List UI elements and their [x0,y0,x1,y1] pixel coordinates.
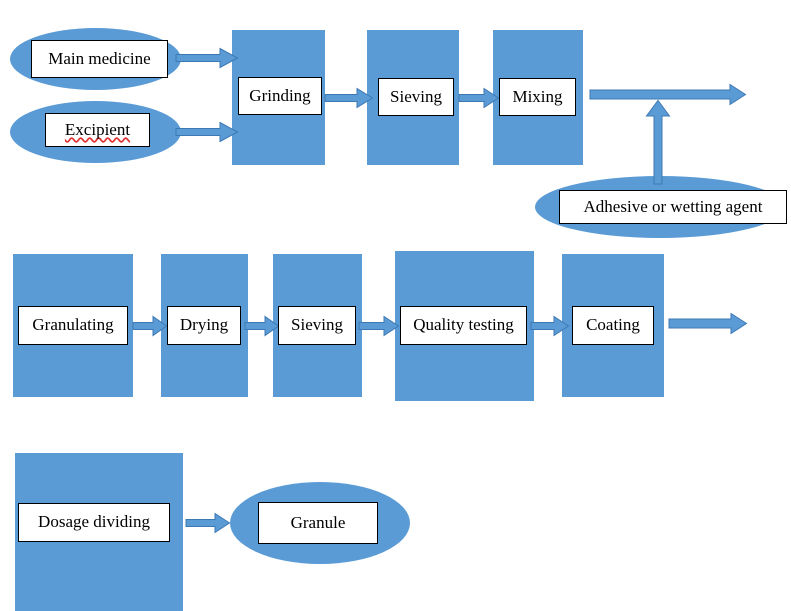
arrow-dosage-dividing-to-granule [185,512,231,534]
label-text-adhesive: Adhesive or wetting agent [583,196,763,216]
label-text-granule: Granule [290,512,346,532]
label-box-drying[interactable]: Drying [167,306,241,345]
arrow-quality-testing-to-coating [530,315,570,337]
arrow-mixing-to-granulating [589,83,747,106]
label-text-mixing: Mixing [512,86,563,106]
label-text-sieving-2: Sieving [291,315,343,335]
arrow-main-medicine-to-grinding [175,47,239,69]
arrow-drying-to-sieving-2 [244,315,280,337]
label-text-drying: Drying [179,315,229,335]
arrow-coating-to-dosage-dividing [668,312,748,335]
label-box-grinding[interactable]: Grinding [238,77,322,115]
label-box-adhesive[interactable]: Adhesive or wetting agent [559,190,787,224]
label-box-mixing[interactable]: Mixing [499,78,576,116]
label-box-granulating[interactable]: Granulating [18,306,128,345]
arrow-grinding-to-sieving-1 [324,87,374,109]
label-text-granulating: Granulating [32,315,114,335]
label-text-sieving-1: Sieving [390,86,442,106]
label-text-quality-testing: Quality testing [413,315,514,335]
label-text-dosage-dividing: Dosage dividing [38,512,150,532]
label-text-coating: Coating [586,315,640,335]
label-box-main-medicine[interactable]: Main medicine [31,40,168,78]
label-box-dosage-dividing[interactable]: Dosage dividing [18,503,170,542]
arrow-excipient-to-grinding [175,121,239,143]
label-box-sieving-2[interactable]: Sieving [278,306,356,345]
label-text-grinding: Grinding [249,85,311,105]
label-box-sieving-1[interactable]: Sieving [378,78,454,116]
label-text-excipient: Excipient [64,119,131,139]
arrow-granulating-to-drying [132,315,168,337]
label-box-excipient[interactable]: Excipient [45,113,150,147]
label-box-coating[interactable]: Coating [572,306,654,345]
arrow-adhesive-to-mixing-flow [645,99,671,185]
label-box-granule[interactable]: Granule [258,502,378,544]
arrow-sieving-1-to-mixing [458,87,500,109]
label-text-main-medicine: Main medicine [48,48,151,68]
arrow-sieving-2-to-quality-testing [358,315,400,337]
label-box-quality-testing[interactable]: Quality testing [400,306,527,345]
